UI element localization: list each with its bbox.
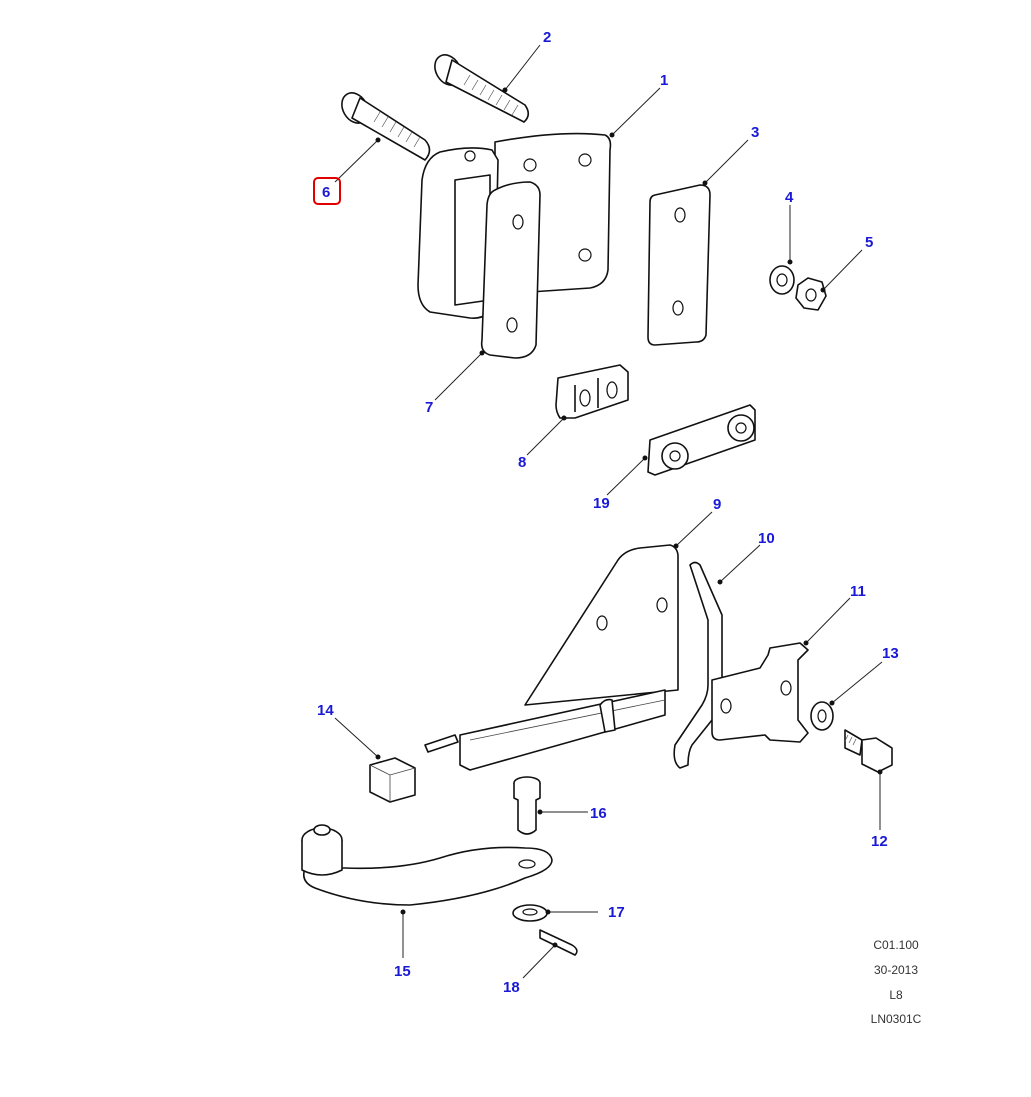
- reference-date: 30-2013: [873, 963, 919, 977]
- callout-10[interactable]: 10: [758, 530, 775, 547]
- reference-code: C01.100: [873, 938, 919, 952]
- part-16-pin[interactable]: [513, 776, 541, 835]
- callout-4[interactable]: 4: [785, 189, 794, 206]
- callout-5[interactable]: 5: [865, 234, 873, 251]
- leader-lines: [334, 44, 883, 979]
- part-3-plate[interactable]: [647, 184, 711, 346]
- callout-19[interactable]: 19: [593, 495, 610, 512]
- callout-16[interactable]: 16: [590, 805, 607, 822]
- callout-14[interactable]: 14: [317, 702, 334, 719]
- part-15-arm[interactable]: [301, 824, 553, 906]
- part-17-washer[interactable]: [512, 904, 548, 922]
- callout-7[interactable]: 7: [425, 399, 433, 416]
- callout-2[interactable]: 2: [543, 29, 551, 46]
- callout-12[interactable]: 12: [871, 833, 888, 850]
- part-12-bolt[interactable]: [844, 729, 893, 773]
- part-7-plate[interactable]: [480, 181, 541, 359]
- part-6-bolt[interactable]: [337, 88, 431, 161]
- part-8-clip[interactable]: [555, 364, 629, 419]
- part-19-nut-plate[interactable]: [647, 404, 756, 476]
- part-5-nut[interactable]: [795, 277, 827, 311]
- callout-15[interactable]: 15: [394, 963, 411, 980]
- callout-18[interactable]: 18: [503, 979, 520, 996]
- part-4-washer[interactable]: [769, 265, 795, 295]
- illustration-id: LN0301C: [870, 1012, 922, 1026]
- callout-3[interactable]: 3: [751, 124, 759, 141]
- reference-group: L8: [889, 988, 903, 1002]
- part-2-bolt[interactable]: [430, 50, 530, 123]
- selected-callout-highlight: [313, 177, 341, 205]
- callout-8[interactable]: 8: [518, 454, 526, 471]
- callout-11[interactable]: 11: [850, 583, 866, 600]
- part-14-block[interactable]: [369, 757, 416, 803]
- part-13-washer[interactable]: [810, 701, 834, 731]
- callout-17[interactable]: 17: [608, 904, 625, 921]
- callout-6[interactable]: 6: [322, 184, 330, 201]
- callout-labels: 2 1 3 4 5 6 7 8 19 9 10 11 13 14 16 12 1…: [317, 29, 899, 996]
- part-9-bracket[interactable]: [424, 544, 679, 771]
- part-10-rod[interactable]: [673, 561, 723, 769]
- part-1-hinge-body[interactable]: [417, 132, 612, 319]
- callout-9[interactable]: 9: [713, 496, 721, 513]
- part-11-hinge-bracket[interactable]: [711, 642, 809, 743]
- callout-13[interactable]: 13: [882, 645, 899, 662]
- part-18-split-pin[interactable]: [539, 929, 578, 956]
- callout-1[interactable]: 1: [660, 72, 668, 89]
